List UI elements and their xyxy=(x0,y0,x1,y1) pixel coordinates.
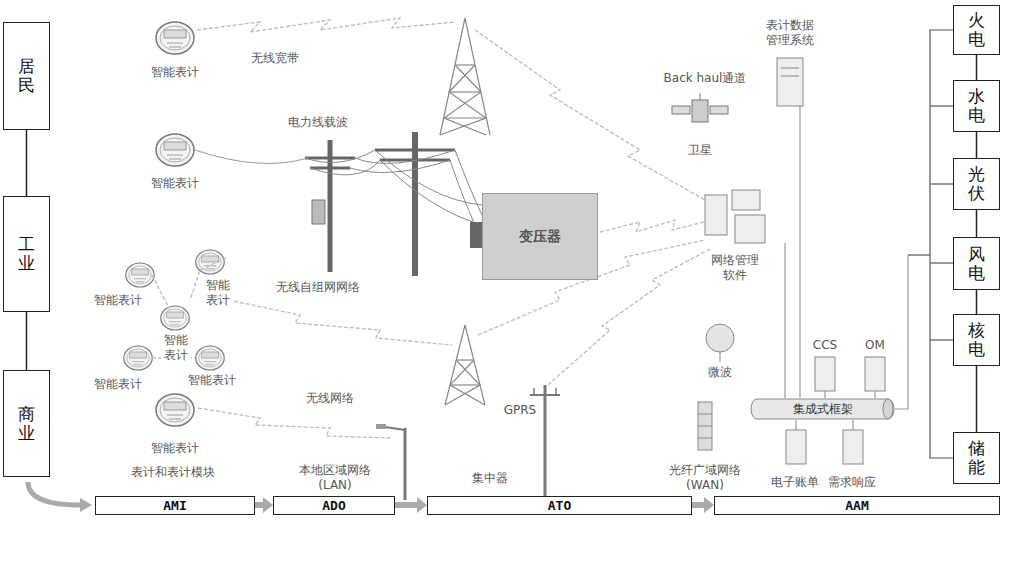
illustration-label: 智能表计 xyxy=(93,377,143,392)
illustration-label: 智能 表计 xyxy=(203,278,233,308)
node-text: 火电 xyxy=(968,11,985,48)
illustration-label: 电力线载波 xyxy=(287,115,349,130)
source-box: 水电 xyxy=(953,80,1000,132)
source-box: 光伏 xyxy=(953,158,1000,210)
node-text: 居民 xyxy=(18,57,35,94)
illustration-label: 智能表计 xyxy=(187,373,237,388)
stage-arrow xyxy=(395,502,417,508)
source-box: 核电 xyxy=(953,314,1000,366)
lamp-and-gprs-poles xyxy=(376,385,560,500)
node-text: 水电 xyxy=(968,87,985,124)
node-text: 集成式框架 xyxy=(793,401,853,418)
connector-line xyxy=(976,210,978,237)
node-text: 储能 xyxy=(968,439,985,476)
meter-icons xyxy=(124,22,225,426)
wireless-links xyxy=(152,18,712,438)
illustration-label: 卫星 xyxy=(687,143,713,158)
illustration-label: 无线自组网网络 xyxy=(275,280,361,295)
satellite xyxy=(672,93,728,122)
connector-line xyxy=(976,290,978,314)
utility-poles xyxy=(195,132,482,276)
illustration-label: 智能表计 xyxy=(150,441,200,456)
illustration-label: 光纤广域网络 (WAN) xyxy=(663,463,747,493)
node-text: ATO xyxy=(548,498,571,513)
illustration-label: 集中器 xyxy=(471,471,509,486)
illustration-label: GPRS xyxy=(503,403,538,418)
connector-line xyxy=(26,312,28,370)
connector-line xyxy=(26,130,28,196)
illustration-label: 微波 xyxy=(707,365,733,380)
node-text: ADO xyxy=(322,498,345,513)
node-text: 光伏 xyxy=(968,165,985,202)
illustration-label: 需求响应 xyxy=(827,475,877,490)
connector-line xyxy=(976,55,978,80)
transformer-box: 变压器 xyxy=(482,193,598,280)
bus-lines xyxy=(785,106,908,430)
illustration-label: 无线网络 xyxy=(305,391,355,406)
stage-box: AMI xyxy=(95,496,255,515)
node-text: 核电 xyxy=(968,321,985,358)
node-text: 工业 xyxy=(18,235,35,272)
node-text: 风电 xyxy=(968,245,985,282)
category-box: 商业 xyxy=(3,370,50,477)
illustration-label: 电子账单 xyxy=(770,475,820,490)
node-text: AAM xyxy=(845,498,868,513)
source-box: 风电 xyxy=(953,237,1000,290)
illustration-label: CCS xyxy=(812,338,838,353)
bracket xyxy=(908,30,953,458)
flow-in-arrow xyxy=(28,482,92,512)
framework-cylinder: 集成式框架 xyxy=(750,398,895,420)
illustration-label: 表计数据 管理系统 xyxy=(759,18,821,48)
illustration-label: 智能表计 xyxy=(93,293,143,308)
category-box: 工业 xyxy=(3,196,50,312)
node-text: 商业 xyxy=(18,405,35,442)
source-box: 火电 xyxy=(953,5,1000,55)
node-text: AMI xyxy=(163,498,186,513)
connector-line xyxy=(976,132,978,158)
illustration-label: 表计和表计模块 xyxy=(130,465,216,480)
stage-arrow xyxy=(255,502,263,508)
stage-box: ATO xyxy=(427,496,692,515)
illustration-label: 无线宽带 xyxy=(250,51,300,66)
connector-line xyxy=(976,366,978,432)
source-box: 储能 xyxy=(953,432,1000,484)
illustration-label: OM xyxy=(864,338,886,353)
node-text: 变压器 xyxy=(519,228,561,246)
stage-box: AAM xyxy=(714,496,1000,515)
illustration-label: 智能 表计 xyxy=(161,333,191,363)
illustration-label: Back haul通道 xyxy=(663,71,748,86)
stage-box: ADO xyxy=(273,496,395,515)
illustration-label: 本地区域网络 (LAN) xyxy=(294,463,376,493)
stage-arrow xyxy=(692,502,704,508)
dish-and-fiber xyxy=(698,324,734,450)
illustration-label: 智能表计 xyxy=(150,176,200,191)
illustration-label: 智能表计 xyxy=(150,65,200,80)
category-box: 居民 xyxy=(3,22,50,130)
illustration-label: 网络管理 软件 xyxy=(707,253,764,283)
